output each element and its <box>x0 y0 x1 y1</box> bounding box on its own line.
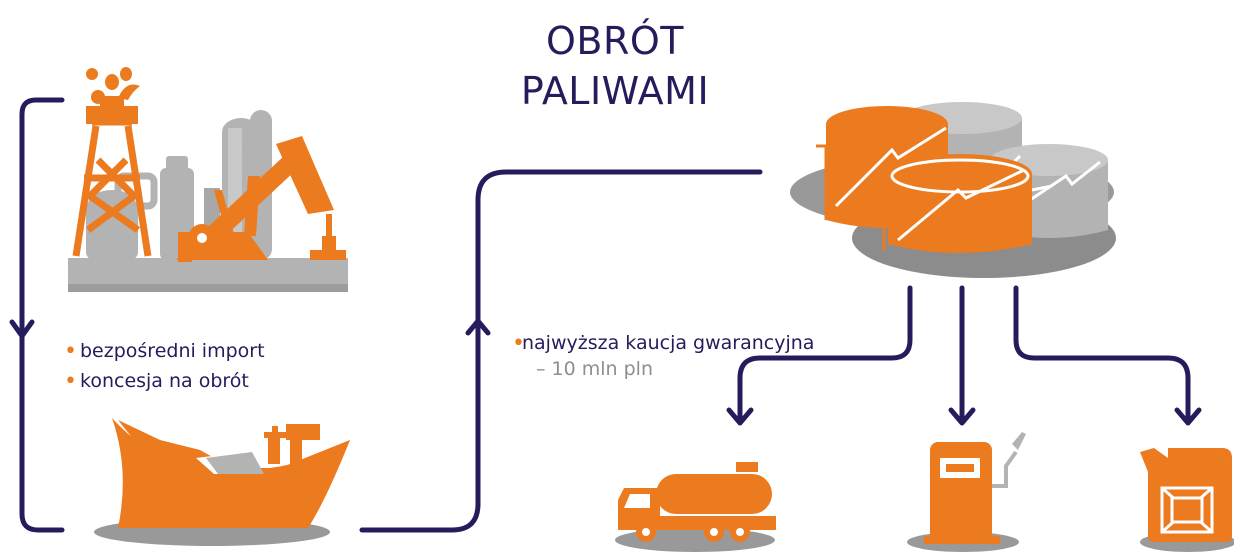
left-bullet-text: koncesja na obrót <box>80 370 249 392</box>
left-loop-line <box>19 97 65 533</box>
bullet-dot-icon: • <box>64 369 77 394</box>
title-line-2: PALIWAMI <box>520 69 710 113</box>
middle-connector-line <box>359 169 763 533</box>
left-loop-arrow <box>9 319 35 339</box>
middle-bullet-line-1: najwyższa kaucja gwarancyjna <box>522 332 815 354</box>
title-line-1: OBRÓT <box>545 19 684 63</box>
distribution-line-truck <box>737 285 913 423</box>
storage-tanks-icon <box>790 102 1116 278</box>
left-bullet-item: •bezpośredni import <box>64 339 265 364</box>
distribution-arrow-pump <box>948 407 976 426</box>
flow-lines <box>9 97 1202 533</box>
oil-production-icon <box>68 67 348 292</box>
bullet-dot-icon: • <box>512 331 525 356</box>
jerrycan-icon <box>1140 448 1234 552</box>
bullet-dot-icon: • <box>64 339 77 364</box>
left-bullet-item: •koncesja na obrót <box>64 369 249 394</box>
distribution-arrow-truck <box>726 407 754 426</box>
left-bullet-text: bezpośredni import <box>80 340 265 362</box>
middle-connector-arrow <box>465 318 491 336</box>
middle-bullet-item: •najwyższa kaucja gwarancyjna <box>512 331 815 356</box>
middle-bullet-line-2: – 10 mln pln <box>536 358 654 380</box>
fuel-pump-icon <box>907 432 1026 552</box>
tanker-truck-icon <box>615 462 776 552</box>
distribution-line-canister <box>1013 285 1191 423</box>
distribution-arrow-canister <box>1174 407 1202 426</box>
tanker-ship-icon <box>94 418 350 546</box>
